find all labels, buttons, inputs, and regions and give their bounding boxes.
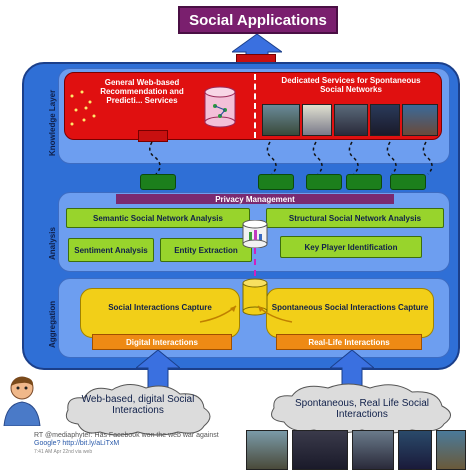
service-block-3 (306, 174, 342, 190)
arrow-up-right-icon (330, 350, 374, 390)
photo-1 (262, 104, 300, 136)
event-photo-5 (436, 430, 466, 470)
photo-3 (334, 104, 368, 136)
tweet-text: RT @mediaphyter: Has Facebook won the we… (34, 432, 244, 455)
sentiment-analysis-box: Sentiment Analysis (68, 238, 154, 262)
knowledge-layer-label: Knowledge Layer (48, 89, 57, 156)
analysis-layer-label: Analysis (48, 227, 57, 260)
service-block-4 (346, 174, 382, 190)
digital-interactions-bar: Digital Interactions (92, 334, 232, 350)
real-life-interactions-bar: Real-Life Interactions (276, 334, 422, 350)
aggregation-layer-label: Aggregation (48, 300, 57, 348)
analysis-database-icon (242, 220, 268, 248)
arrow-up-left-icon (136, 350, 180, 390)
knowledge-divider (254, 74, 256, 138)
user-avatar-icon (3, 376, 41, 426)
photo-4 (370, 104, 400, 136)
entity-extraction-box: Entity Extraction (160, 238, 252, 262)
event-photo-3 (352, 430, 394, 470)
tweet-line-3: 7:41 AM Apr 22nd via web (34, 448, 93, 455)
cloud-icon-left (65, 384, 211, 436)
web-based-cloud-label: Web-based, digital Social Interactions (81, 394, 195, 416)
spontaneous-capture-label: Spontaneous Social Interactions Capture (271, 303, 429, 312)
tweet-line-2: Google? http://bit.ly/aLiTxM (34, 440, 120, 448)
service-block-2 (258, 174, 294, 190)
data-link (254, 248, 256, 276)
service-port (138, 130, 168, 142)
privacy-management-bar: Privacy Management (116, 194, 394, 204)
event-photo-2 (292, 430, 348, 470)
service-block-1 (140, 174, 176, 190)
photo-5 (402, 104, 438, 136)
tweet-line-1: RT @mediaphyter: Has Facebook won the we… (34, 432, 219, 439)
spontaneous-interactions-capture: Spontaneous Social Interactions Capture (266, 288, 434, 338)
event-photo-4 (398, 430, 432, 470)
capture-arrows (199, 305, 293, 323)
arrow-up-icon (232, 34, 282, 68)
event-photo-1 (246, 430, 288, 470)
dedicated-services-title: Dedicated Services for Spontaneous Socia… (281, 76, 421, 94)
key-player-box: Key Player Identification (280, 236, 422, 258)
connector-lines (149, 141, 433, 175)
network-graphic (70, 90, 96, 126)
spontaneous-cloud-label: Spontaneous, Real Life Social Interactio… (295, 398, 429, 420)
semantic-analysis-box: Semantic Social Network Analysis (66, 208, 250, 228)
general-services-title: General Web-based Recommendation and Pre… (100, 78, 184, 105)
photo-2 (302, 104, 332, 136)
service-block-5 (390, 174, 426, 190)
social-capture-label: Social Interactions Capture (108, 303, 212, 312)
structural-analysis-box: Structural Social Network Analysis (266, 208, 444, 228)
database-icon (204, 86, 236, 128)
social-applications-title: Social Applications (178, 6, 338, 34)
